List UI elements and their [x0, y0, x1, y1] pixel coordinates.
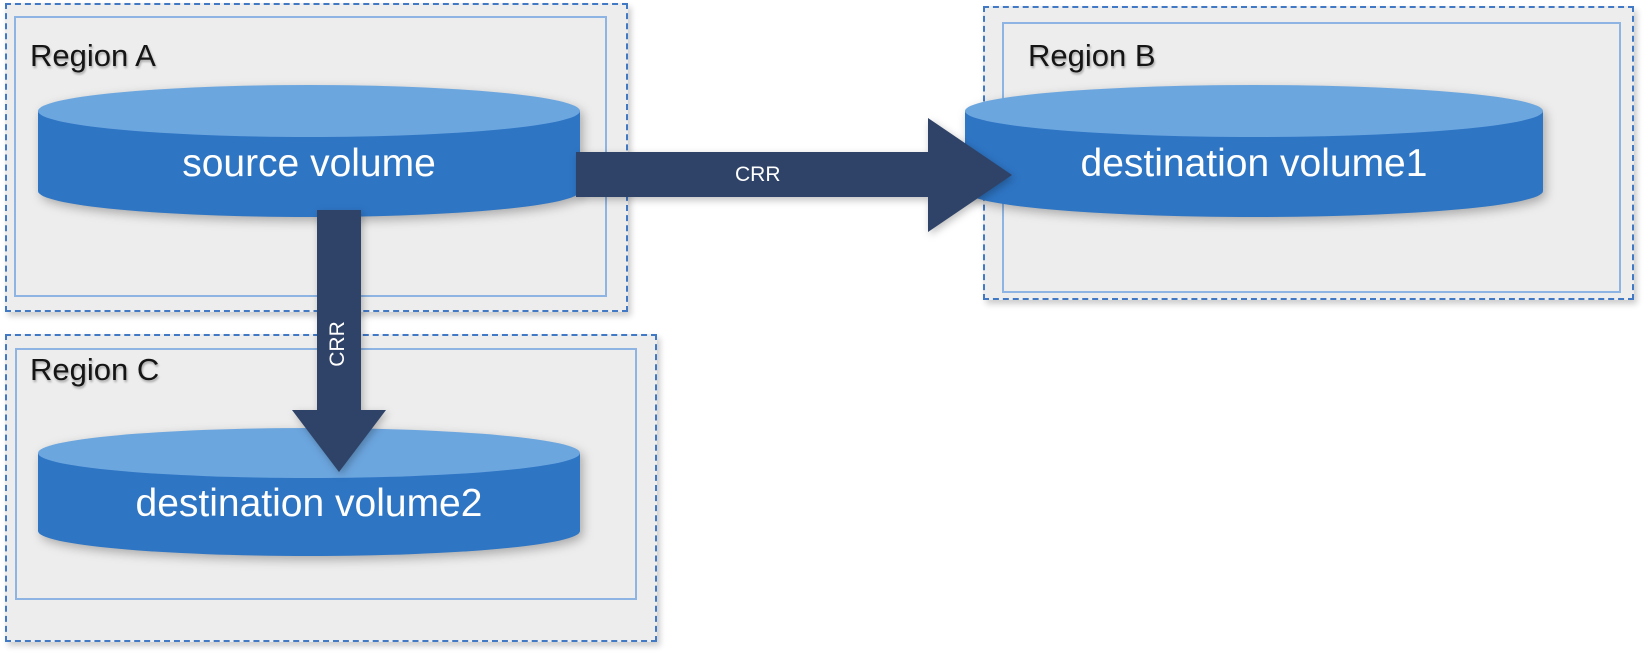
cylinder-shape	[965, 85, 1543, 217]
destination-volume1-cylinder[interactable]: destination volume1	[965, 85, 1543, 217]
crr-arrow-a-to-b[interactable]	[576, 118, 1012, 232]
crr-arrow-a-to-c[interactable]	[292, 210, 386, 472]
region-a-label: Region A	[30, 38, 156, 73]
arrow-shape-right	[576, 118, 1012, 232]
cylinder-shape	[38, 85, 580, 217]
arrow-shape-down	[292, 210, 386, 472]
region-c-label: Region C	[30, 352, 160, 387]
source-volume-cylinder[interactable]: source volume	[38, 85, 580, 217]
cylinder-shape	[38, 428, 580, 556]
region-b-label: Region B	[1028, 38, 1156, 73]
